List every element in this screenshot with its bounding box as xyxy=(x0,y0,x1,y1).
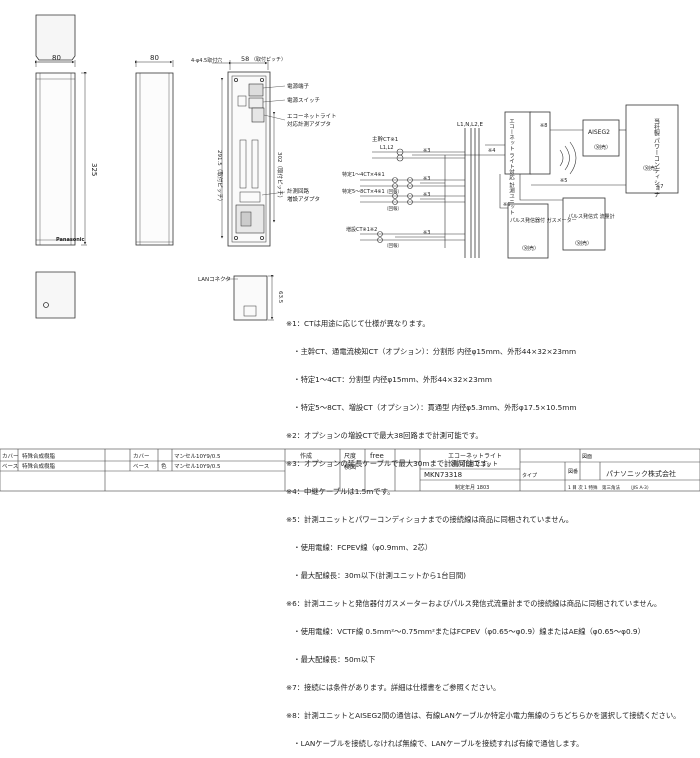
note-line: ※3：オプションの延長ケーブルで最大30mまで計測可能です。 xyxy=(286,458,495,468)
main-ct-label: 主幹CT※1 xyxy=(372,135,398,143)
tb-model: MKN73318 xyxy=(424,471,462,479)
tb-company: パナソニック株式会社 xyxy=(606,469,676,478)
pitch-dim-right: 302（取付ピッチ） xyxy=(276,152,284,201)
side-width-dim: 80 xyxy=(150,54,159,62)
height-dim: 325 xyxy=(90,163,98,176)
tb-cover-label: カバー xyxy=(2,453,19,460)
mark-5: ※5 xyxy=(560,178,567,184)
mark-6: ※6 xyxy=(503,202,510,208)
tb-base-material: 特殊合成樹脂 xyxy=(22,462,56,470)
pcs-name: 当社製 パワーコンディショナ xyxy=(653,117,660,198)
tb-product-name-2: 対応計測ユニット xyxy=(450,460,498,468)
tb-cover-label-2: カバー xyxy=(133,453,150,460)
tb-saku: 作成 xyxy=(300,452,312,460)
tb-base-color: マンセル10Y9/0.5 xyxy=(174,463,221,470)
callout-power-terminal: 電源端子 xyxy=(287,82,310,90)
callout-echonet-adapter-2: 対応計測アダプタ xyxy=(287,120,331,128)
pcs-sub: （別売） xyxy=(640,165,660,172)
hole-note: 4-φ4.5取付穴 xyxy=(191,57,222,64)
pitch-dim-left: 291.5（取付ピッチ） xyxy=(216,150,224,204)
tb-base-label: ベース xyxy=(2,463,18,470)
pcs-mark: ※7 xyxy=(656,184,663,190)
brand-logo: Panasonic xyxy=(56,237,85,243)
inner-width-note: （取付ピッチ） xyxy=(251,56,286,63)
tb-product-name: エコーネットライト xyxy=(448,453,502,460)
note-line: ※5：計測ユニットとパワーコンディショナまでの接続線は商品に同梱されていません。 xyxy=(286,514,574,524)
side-view xyxy=(135,60,174,246)
tb-zumen-label: 図番 xyxy=(568,468,578,475)
tb-cover-color: マンセル10Y9/0.5 xyxy=(174,453,221,460)
drawing-canvas: 80 325 Panasonic 80 xyxy=(0,14,700,492)
main-ct-sub: L1,L2 xyxy=(380,145,394,151)
mark-8: ※8 xyxy=(540,123,547,129)
tb-scale-label: 尺度 xyxy=(344,452,356,460)
aiseg-name: AISEG2 xyxy=(588,129,610,136)
note-line: ・最大配線長：50m以下 xyxy=(286,655,376,665)
note-line: ・主幹CT、通電流検知CT（オプション）：分割形 内径φ15mm、外形44×32… xyxy=(286,346,577,356)
note-line: ※2：オプションの増設CTで最大38回路まで計測可能です。 xyxy=(286,430,483,440)
tb-bottom-b: 第三角法 xyxy=(602,484,620,491)
gas-sub: （別売） xyxy=(519,245,539,252)
bus-label: L1,N,L2,E xyxy=(457,122,483,128)
tb-type-label: タイプ xyxy=(522,472,537,479)
note-line: ※6：計測ユニットと発信器付ガスメーターおよびパルス発信式流量計までの接続線は商… xyxy=(286,599,662,608)
aiseg-sub: （別売） xyxy=(591,144,611,151)
note-line: ・使用電線：FCPEV線（φ0.9mm、2芯） xyxy=(286,542,433,552)
tb-bottom-c: （JIS A-3） xyxy=(628,485,651,491)
lan-connector-label: LANコネクタ xyxy=(198,275,231,283)
tb-cover-material: 特殊合成樹脂 xyxy=(22,452,56,460)
ct5-8-label: 特定5～8CT×4※1 xyxy=(342,188,385,195)
note-line: ・特定1～4CT：分割型 内径φ15mm、外形44×32×23mm xyxy=(286,374,492,384)
ct1-4-sub: （回報） xyxy=(384,189,402,195)
water-name: パルス発信式 流量計 xyxy=(568,213,615,220)
callout-echonet-adapter-1: エコーネットライト xyxy=(287,113,337,120)
ct-ext-label: 増設CT※1※2 xyxy=(346,226,377,233)
bottom-height-dim: 63.5 xyxy=(277,291,283,304)
note-line: ・特定5～8CT、増設CT（オプション）：貫通型 内径φ5.3mm、外形φ17.… xyxy=(286,402,577,412)
note-line: ※7：接続には条件があります。詳細は仕様書をご参照ください。 xyxy=(286,683,501,693)
wiring-diagram xyxy=(360,104,679,259)
inner-width-dim: 58 xyxy=(241,55,249,63)
callout-circuit-1: 計測回路 xyxy=(287,187,310,195)
water-sub: （別売） xyxy=(572,240,592,247)
mark-3c: ※3 xyxy=(423,192,430,198)
mark-4: ※4 xyxy=(488,148,495,154)
tb-sheet-label: 図面 xyxy=(582,454,592,460)
front-width-dim: 80 xyxy=(52,54,61,62)
mark-3a: ※3 xyxy=(423,148,430,154)
tb-bottom-a: 1 目 次 1 特殊 xyxy=(568,484,598,491)
tb-date-line: 制定年月 1803 xyxy=(455,484,489,491)
callout-power-switch: 電源スイッチ xyxy=(287,96,320,104)
inner-view xyxy=(35,60,286,321)
callout-circuit-2: 増設アダプタ xyxy=(287,195,320,203)
ct1-4-label: 特定1～4CT×4※1 xyxy=(342,171,385,178)
unit-label: エコーネット ライト対応 計測ユニット xyxy=(508,118,515,215)
ct5-8-sub: （回報） xyxy=(384,206,402,212)
note-line: ※1：CTは用途に応じて仕様が異なります。 xyxy=(286,318,430,328)
note-line: ※4：中継ケーブルは1.5mです。 xyxy=(286,486,395,496)
note-line: ・使用電線：VCTF線 0.5mm²～0.75mm²またはFCPEV（φ0.65… xyxy=(286,627,645,637)
note-line: ・LANケーブルを接続しなければ無線で、LANケーブルを接続すれば有線で通信しま… xyxy=(286,739,584,749)
gas-name: パルス発信器付 ガスメーター xyxy=(510,217,577,224)
mark-3d: ※3 xyxy=(423,230,430,236)
ct-ext-sub: （回報） xyxy=(384,243,402,249)
note-line: ・最大配線長：30m以下(計測ユニットから1台目間) xyxy=(286,570,466,580)
mark-3b: ※3 xyxy=(423,176,430,182)
tb-scale-value: free xyxy=(370,452,384,460)
tb-kenzu: 検図 xyxy=(344,463,356,471)
note-line: ※8：計測ユニットとAISEG2間の通信は、有線LANケーブルか特定小電力無線の… xyxy=(286,711,681,721)
tb-base-label-2: ベース xyxy=(133,463,149,470)
tb-color-label: 色 xyxy=(161,462,167,470)
title-block xyxy=(0,448,700,492)
front-view xyxy=(35,14,87,246)
notes-block: ※1：CTは用途に応じて仕様が異なります。 ・主幹CT、通電流検知CT（オプショ… xyxy=(286,300,698,758)
